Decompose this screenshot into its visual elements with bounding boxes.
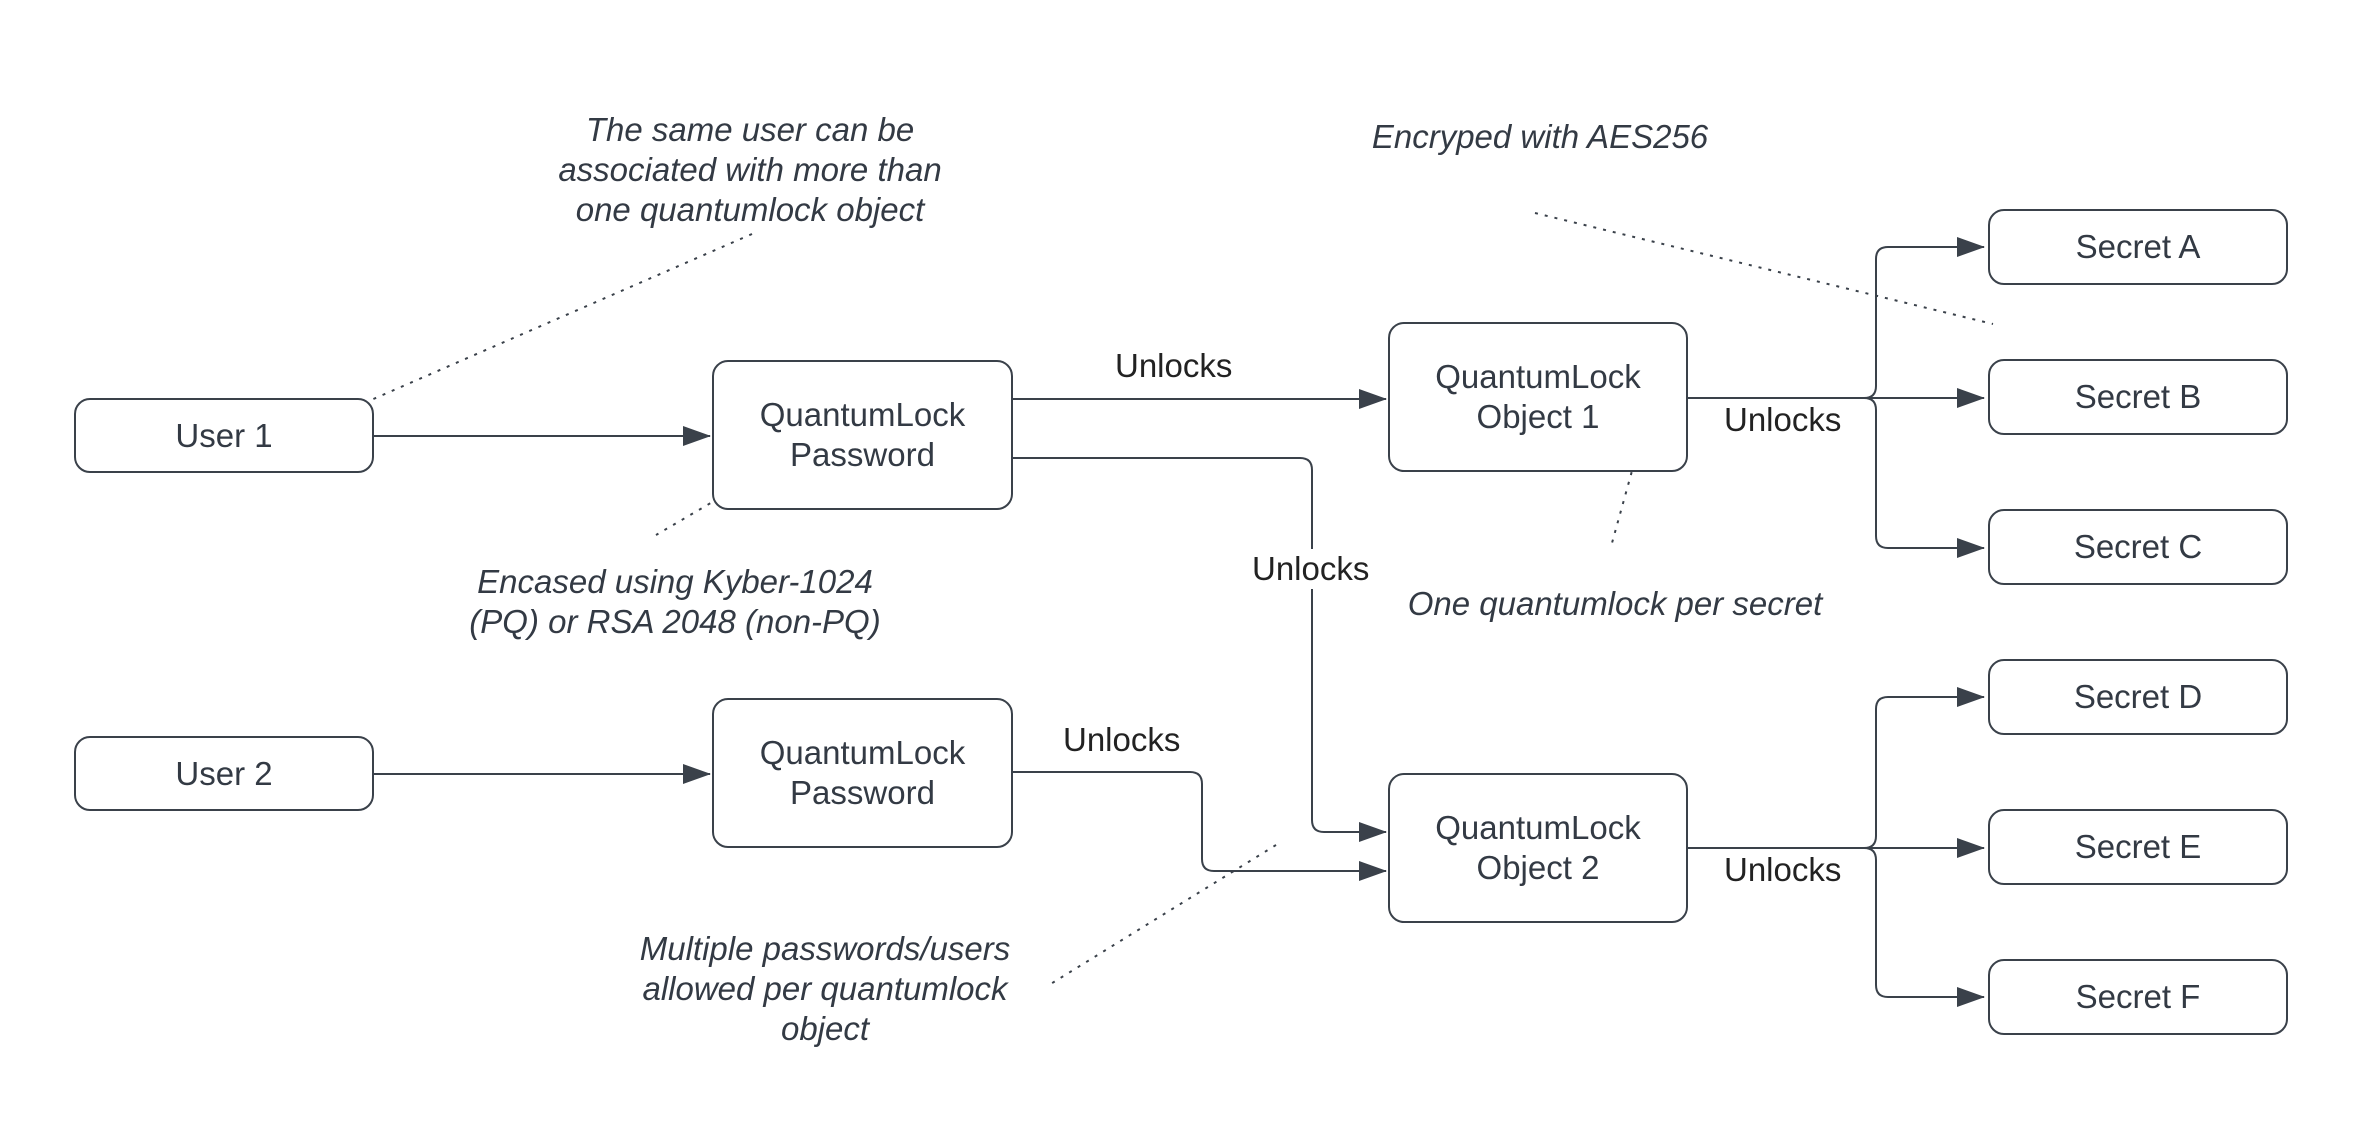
node-secret-a[interactable]: Secret A bbox=[1988, 209, 2288, 285]
note-leader-encryption bbox=[1534, 212, 1994, 325]
node-quantumlock-password-1[interactable]: QuantumLock Password bbox=[712, 360, 1013, 510]
note-leader-same-user bbox=[315, 233, 753, 425]
edge-object1-secret-c bbox=[1688, 397, 1985, 558]
node-secret-e[interactable]: Secret E bbox=[1988, 809, 2288, 885]
node-user-1[interactable]: User 1 bbox=[74, 398, 374, 473]
note-per-secret: One quantumlock per secret bbox=[1407, 585, 1823, 622]
node-quantumlock-object-1[interactable]: QuantumLock Object 1 bbox=[1388, 322, 1688, 472]
edge-label-object1-secrets: Unlocks bbox=[1720, 400, 1846, 440]
edge-label-password1-object1: Unlocks bbox=[1111, 346, 1237, 386]
edge-object2-secret-f bbox=[1688, 847, 1985, 1007]
edge-password1-object2 bbox=[1013, 457, 1387, 842]
edge-password2-object2 bbox=[1013, 771, 1387, 881]
note-same-user: The same user can be associated with mor… bbox=[558, 111, 942, 228]
node-secret-d[interactable]: Secret D bbox=[1988, 659, 2288, 735]
node-user-2[interactable]: User 2 bbox=[74, 736, 374, 811]
edge-object2-secret-d bbox=[1688, 687, 1985, 849]
node-secret-c[interactable]: Secret C bbox=[1988, 509, 2288, 585]
node-secret-b[interactable]: Secret B bbox=[1988, 359, 2288, 435]
note-multiple-passwords: Multiple passwords/users allowed per qua… bbox=[639, 930, 1011, 1047]
node-quantumlock-object-2[interactable]: QuantumLock Object 2 bbox=[1388, 773, 1688, 923]
edge-label-password2-object2: Unlocks bbox=[1059, 720, 1185, 760]
note-leader-multiple-passwords bbox=[1048, 844, 1277, 986]
node-quantumlock-password-2[interactable]: QuantumLock Password bbox=[712, 698, 1013, 848]
note-encasing: Encased using Kyber-1024 (PQ) or RSA 204… bbox=[469, 563, 881, 640]
edge-object1-secret-a bbox=[1688, 237, 1985, 399]
node-secret-f[interactable]: Secret F bbox=[1988, 959, 2288, 1035]
edge-label-password1-object2: Unlocks bbox=[1248, 549, 1374, 589]
edge-label-object2-secrets: Unlocks bbox=[1720, 850, 1846, 890]
note-encryption: Encryped with AES256 bbox=[1371, 118, 1709, 155]
